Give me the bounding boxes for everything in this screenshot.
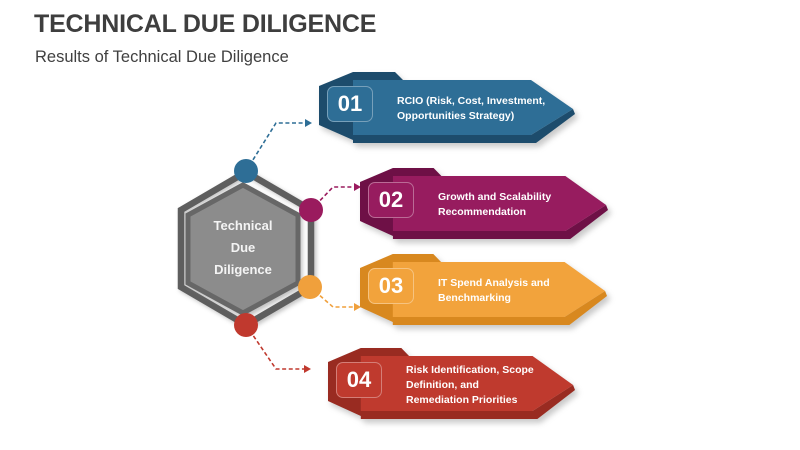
banner-item-04: 04 Risk Identification, Scope Definition… [328, 347, 575, 423]
banner-02-extrusion [392, 205, 608, 239]
banner-item-03: 03 IT Spend Analysis and Benchmarking [360, 253, 607, 329]
banner-03-number: 03 [368, 268, 414, 304]
vertex-dot-02 [299, 198, 323, 222]
connector-line-04 [245, 324, 304, 370]
banner-02-label: Growth and Scalability Recommendation [438, 191, 552, 218]
banner-04-number: 04 [336, 362, 382, 398]
banner-01-body [353, 80, 573, 135]
vertex-dot-03 [298, 275, 322, 299]
banner-item-02: 02 Growth and Scalability Recommendation [360, 167, 608, 243]
banner-04-label: Risk Identification, Scope Definition, a… [406, 363, 534, 406]
connector-arrowhead-04 [304, 365, 311, 373]
banner-03-label: IT Spend Analysis and Benchmarking [438, 277, 550, 304]
banner-04-body [360, 356, 574, 411]
connector-line-02 [310, 186, 354, 211]
connector-line-03 [309, 286, 354, 308]
banner-02-body [392, 176, 607, 231]
banner-03-extrusion [392, 291, 607, 325]
hexagon-label: Technical Due Diligence [213, 218, 273, 277]
connector-arrowhead-01 [305, 119, 312, 127]
vertex-dot-04 [234, 313, 258, 337]
slide-title: TECHNICAL DUE DILIGENCE [34, 10, 377, 38]
banner-01-number: 01 [327, 86, 373, 122]
banner-04-extrusion [360, 385, 575, 419]
banner-01-extrusion [353, 109, 575, 143]
slide-subtitle: Results of Technical Due Diligence [35, 48, 289, 66]
banner-01-label: RCIO (Risk, Cost, Investment, Opportunit… [397, 95, 546, 122]
connector-line-01 [245, 122, 305, 172]
banner-item-01: 01 RCIO (Risk, Cost, Investment, Opportu… [319, 71, 575, 147]
banner-03-body [392, 262, 606, 317]
vertex-dot-01 [234, 159, 258, 183]
banner-02-number: 02 [368, 182, 414, 218]
